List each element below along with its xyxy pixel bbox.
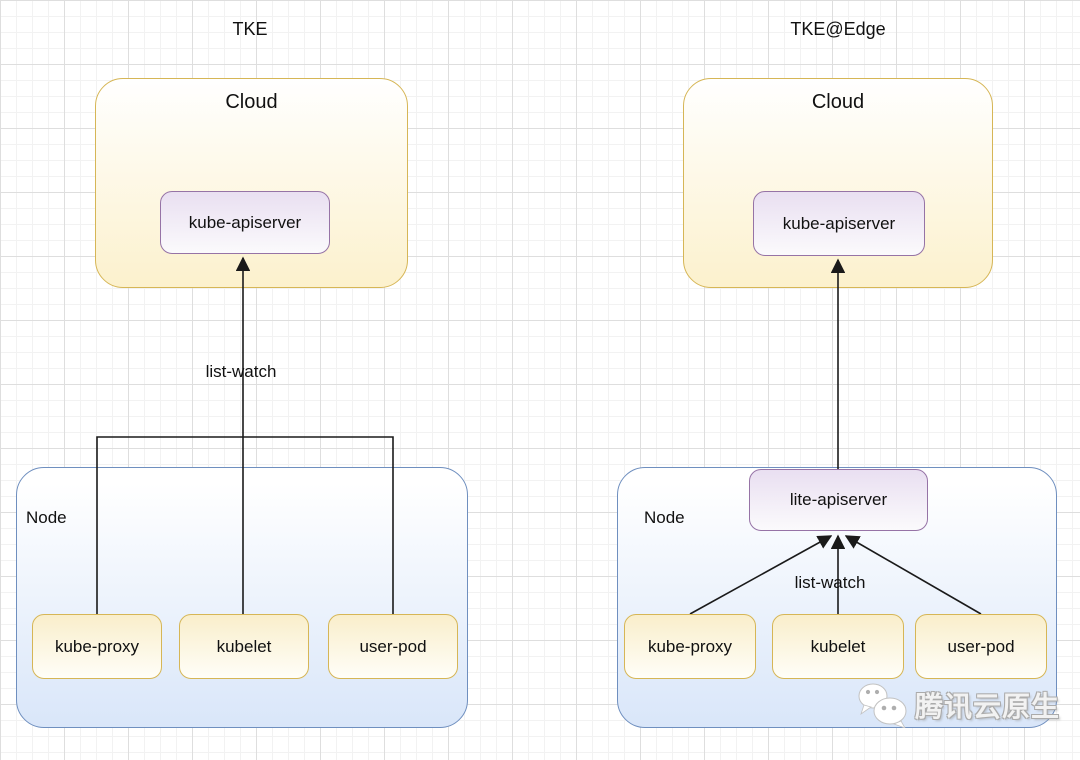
wechat-icon	[858, 683, 907, 728]
left-user-pod-box: user-pod	[328, 614, 458, 679]
left-node-label: Node	[26, 508, 67, 527]
left-kubelet-label: kubelet	[216, 636, 272, 656]
right-kube-proxy-label: kube-proxy	[647, 636, 733, 656]
right-cloud-box: Cloud	[683, 78, 993, 288]
left-kube-apiserver-box: kube-apiserver	[160, 191, 330, 254]
left-node-box: Node	[16, 467, 468, 728]
left-panel-title: TKE	[232, 19, 268, 39]
right-user-pod-label: user-pod	[947, 636, 1015, 656]
right-user-pod-box: user-pod	[915, 614, 1047, 679]
left-cloud-box: Cloud	[95, 78, 408, 288]
right-lite-apiserver-label: lite-apiserver	[789, 490, 888, 509]
right-kube-apiserver-box: kube-apiserver	[753, 191, 925, 256]
right-lite-apiserver-box: lite-apiserver	[749, 469, 928, 531]
watermark-text: 腾讯云原生	[915, 691, 1061, 722]
left-kube-proxy-label: kube-proxy	[54, 636, 140, 656]
left-cloud-label: Cloud	[225, 91, 278, 113]
right-panel-title: TKE@Edge	[790, 19, 886, 39]
brand-watermark: 腾讯云原生	[856, 682, 1060, 728]
right-cloud-label: Cloud	[811, 91, 865, 113]
left-kube-proxy-box: kube-proxy	[32, 614, 162, 679]
right-kubelet-box: kubelet	[772, 614, 904, 679]
left-listwatch-label: list-watch	[205, 362, 277, 381]
left-kube-apiserver-label: kube-apiserver	[188, 212, 302, 232]
right-kube-proxy-box: kube-proxy	[624, 614, 756, 679]
right-listwatch-label: list-watch	[794, 573, 866, 592]
left-kubelet-box: kubelet	[179, 614, 309, 679]
right-kube-apiserver-label: kube-apiserver	[782, 213, 896, 233]
right-node-label: Node	[644, 508, 685, 527]
left-user-pod-label: user-pod	[359, 636, 427, 656]
right-kubelet-label: kubelet	[810, 636, 866, 656]
